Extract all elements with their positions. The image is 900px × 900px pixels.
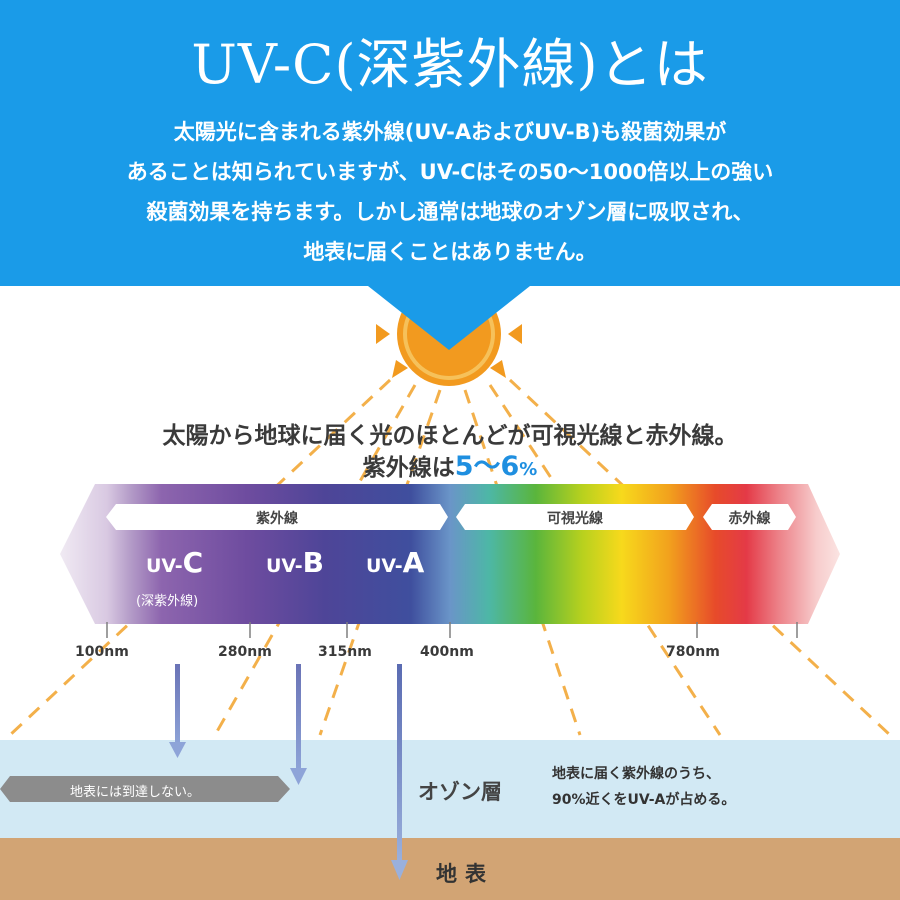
headline-line-2: 紫外線は5～6% bbox=[0, 444, 900, 483]
infrared-band-banner bbox=[703, 504, 796, 530]
not-reach-label: 地表には到達しない。 bbox=[70, 785, 201, 800]
intro-line-3: 殺菌効果を持ちます。しかし通常は地球のオゾン層に吸収され、 bbox=[146, 200, 754, 224]
visible-band-label: 可視光線 bbox=[547, 511, 603, 527]
intro-line-1: 太陽光に含まれる紫外線(UV-AおよびUV-B)も殺菌効果が bbox=[173, 120, 727, 144]
uv-percentage-value: 5～6 bbox=[454, 451, 520, 482]
headline-prefix: 紫外線は bbox=[362, 455, 455, 481]
uvc-arrow bbox=[169, 664, 186, 758]
wavelength-100: 100nm bbox=[75, 644, 129, 660]
wavelength-400: 400nm bbox=[420, 644, 474, 660]
wavelength-ticks bbox=[106, 622, 798, 638]
uvc-sublabel: (深紫外線) bbox=[136, 594, 199, 609]
uv-percentage-unit: % bbox=[519, 459, 538, 480]
uvb-arrow bbox=[290, 664, 307, 785]
ozone-label: オゾン層 bbox=[418, 780, 502, 804]
uvb-label: UV-B bbox=[266, 546, 324, 579]
infrared-band-label: 赤外線 bbox=[728, 511, 771, 527]
intro-line-2: あることは知られていますが、UV-Cはその50～1000倍以上の強い bbox=[126, 160, 774, 184]
note-line-1: 地表に届く紫外線のうち、 bbox=[552, 766, 720, 782]
intro-line-4: 地表に届くことはありません。 bbox=[303, 240, 597, 264]
ground-layer bbox=[0, 838, 900, 900]
note-line-2: 90%近くをUV-Aが占める。 bbox=[552, 792, 736, 808]
wavelength-780: 780nm bbox=[666, 644, 720, 660]
uva-arrow bbox=[391, 664, 408, 880]
headline-line-1: 太陽から地球に届く光のほとんどが可視光線と赤外線。 bbox=[162, 423, 738, 449]
page-title: UV-C(深紫外線)とは bbox=[191, 33, 709, 96]
wavelength-280: 280nm bbox=[218, 644, 272, 660]
wavelength-315: 315nm bbox=[318, 644, 372, 660]
uv-band-label: 紫外線 bbox=[256, 511, 298, 527]
header-banner bbox=[0, 0, 900, 350]
ground-label: 地表 bbox=[436, 862, 494, 886]
uv-band-banner bbox=[106, 504, 448, 530]
uvc-label: UV-C bbox=[146, 546, 204, 579]
not-reach-banner bbox=[0, 776, 290, 802]
uva-label: UV-A bbox=[366, 546, 425, 579]
visible-band-banner bbox=[456, 504, 694, 530]
